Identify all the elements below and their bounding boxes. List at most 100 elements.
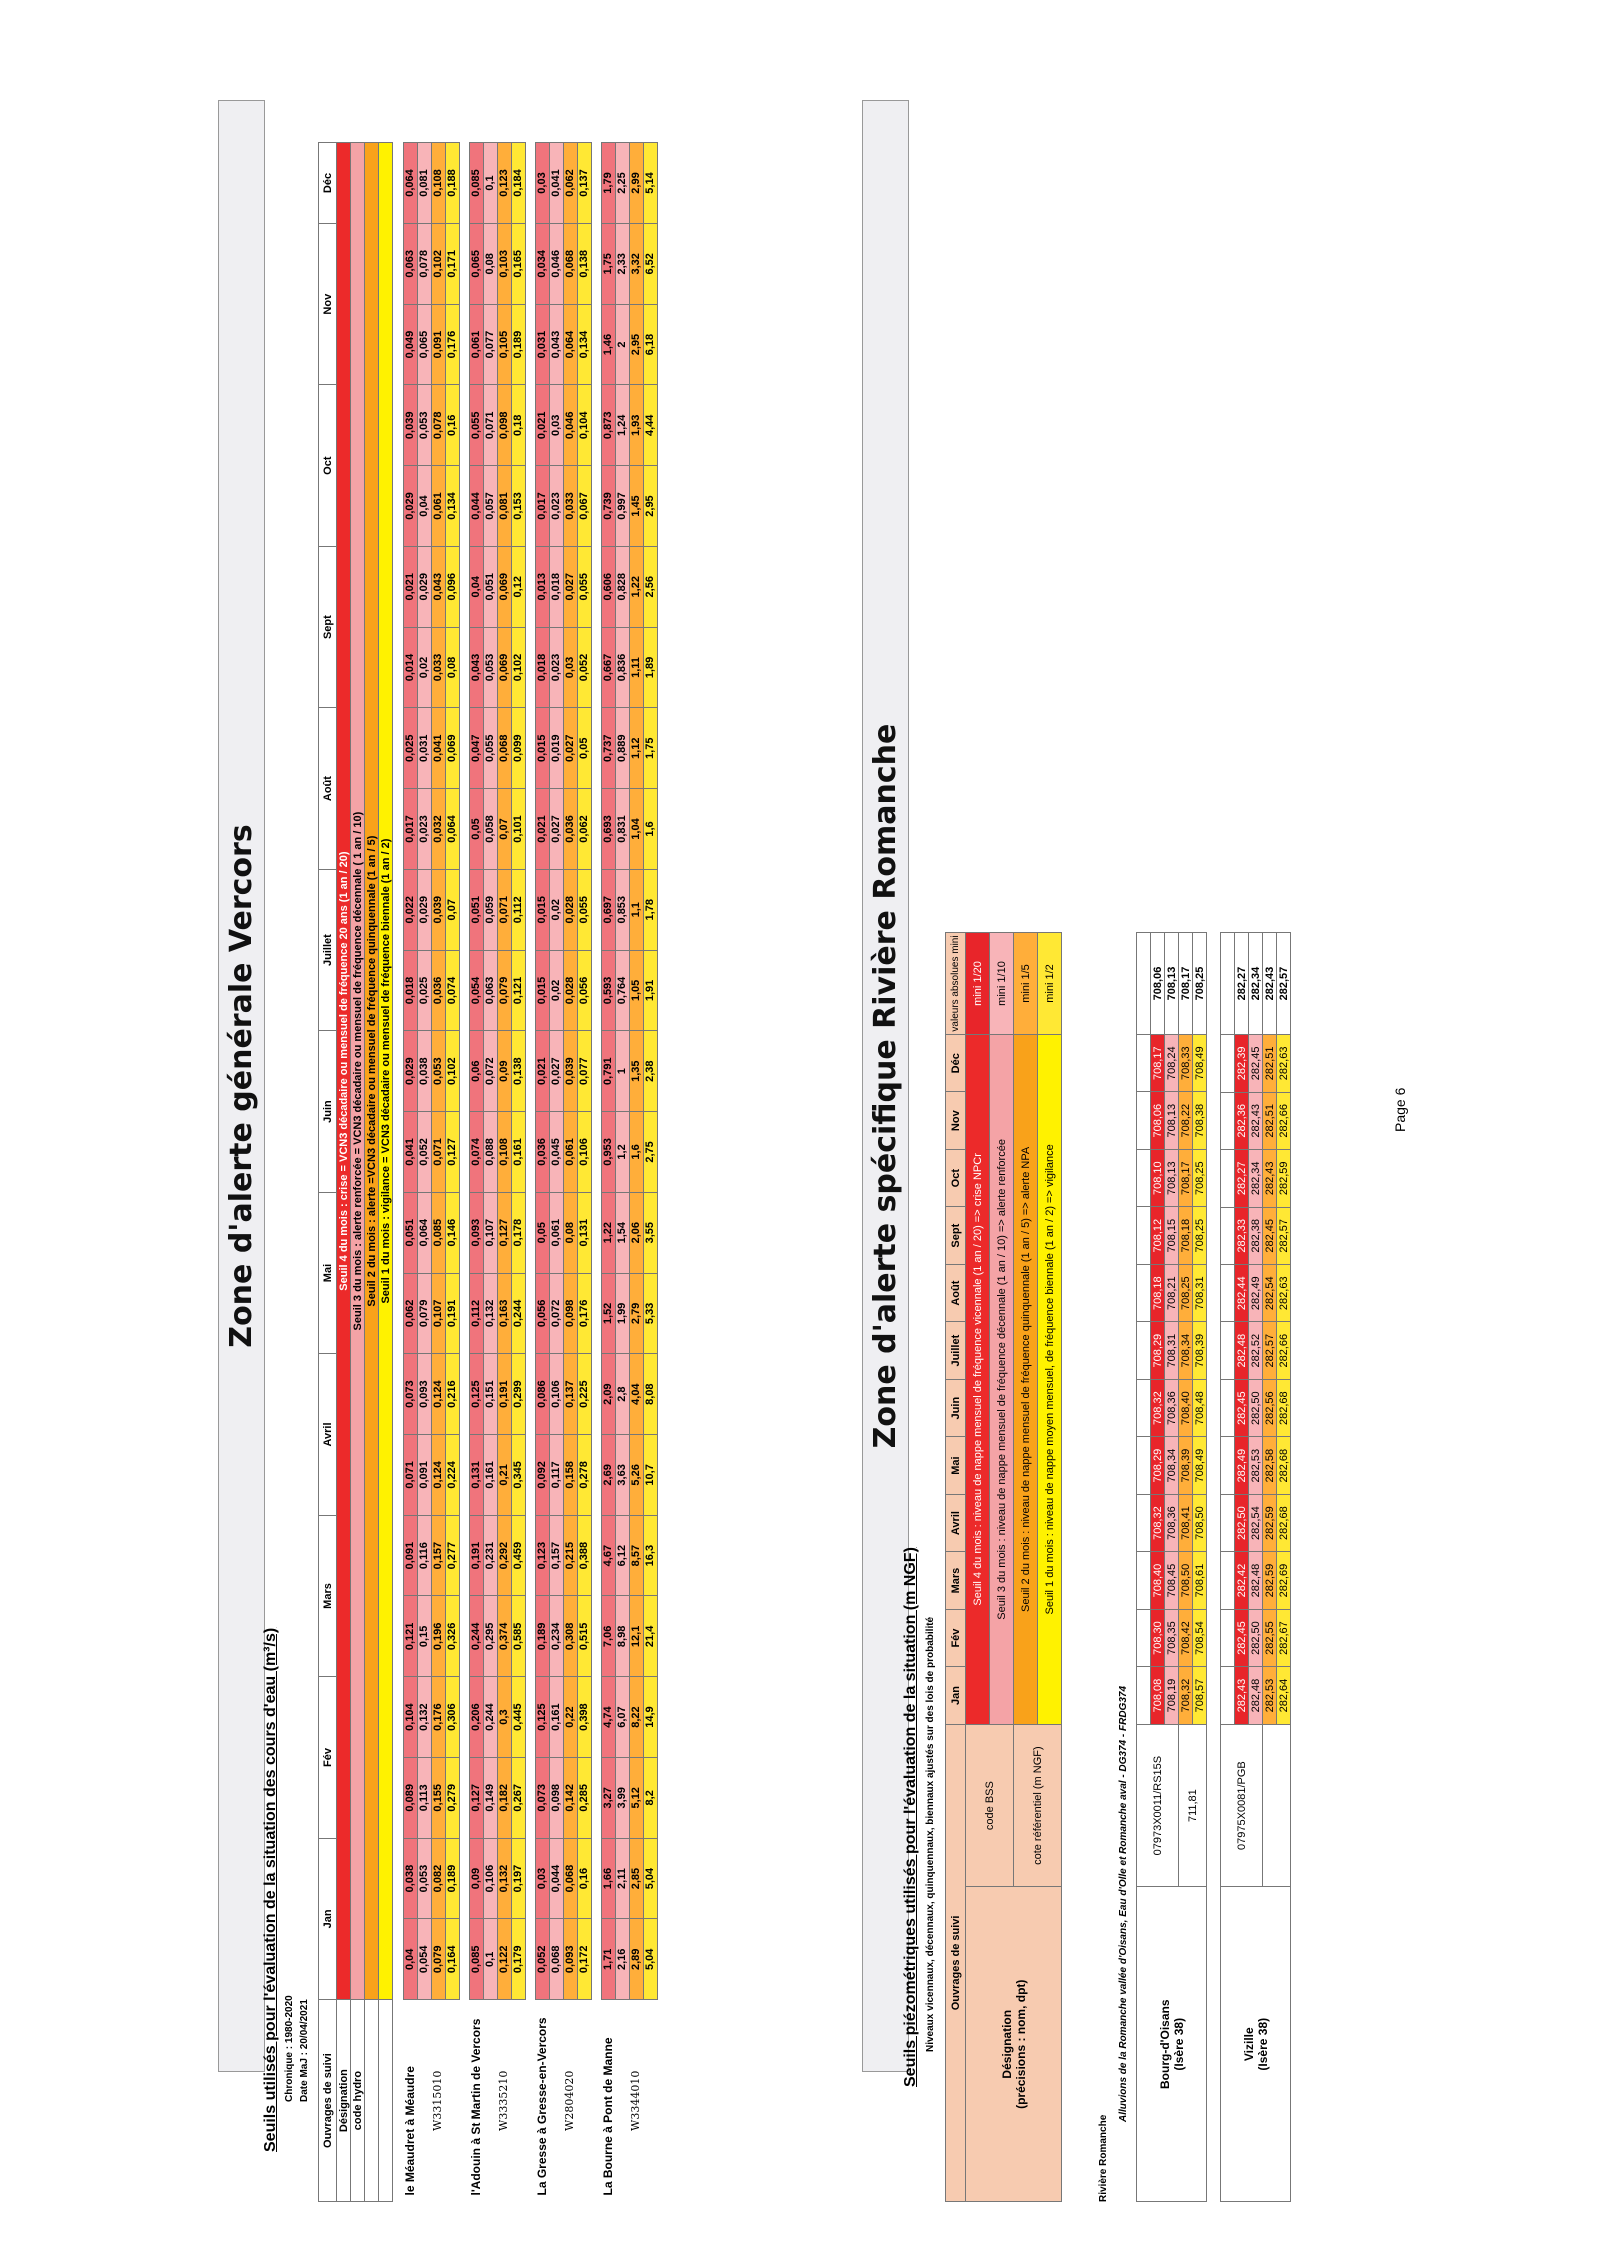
blank-cell: [1220, 1034, 1235, 1093]
threshold-cell: 0,189: [511, 304, 525, 385]
piezo-cell: 708,17: [1150, 1034, 1165, 1092]
alluvions-label: Alluvions de la Romanche vallée d'Oisans…: [1118, 1685, 1129, 2122]
threshold-cell: 2,89: [629, 1918, 643, 2000]
threshold-cell: 0,101: [511, 788, 525, 870]
threshold-cell: 0,225: [577, 1353, 591, 1435]
threshold-cell: 0,08: [483, 223, 497, 305]
piezo-cell: 708,49: [1192, 1034, 1207, 1092]
piezo-cell: 708,39: [1192, 1321, 1207, 1380]
threshold-cell: 0,018: [403, 950, 417, 1031]
threshold-cell: 0,836: [615, 627, 629, 708]
threshold-cell: 0,1: [483, 1918, 497, 2000]
threshold-cell: 0,191: [497, 1353, 511, 1435]
threshold-cell: 0,069: [445, 707, 459, 789]
piezo-cell: 708,29: [1150, 1321, 1165, 1380]
threshold-cell: 0,165: [511, 223, 525, 305]
threshold-cell: 0,068: [563, 223, 577, 305]
threshold-cell: 0,014: [403, 627, 417, 708]
piezo-cell: 282,45: [1234, 1609, 1249, 1667]
threshold-cell: 0,3: [497, 1676, 511, 1758]
blank-cell: [1220, 1207, 1235, 1265]
threshold-cell: 0,02: [549, 869, 563, 951]
threshold-cell: 0,04: [417, 465, 431, 547]
threshold-cell: 0,299: [511, 1353, 525, 1435]
threshold-cell: 0,064: [403, 142, 417, 224]
piezo-cell: 708,42: [1178, 1609, 1193, 1667]
threshold-cell: 0,036: [563, 788, 577, 870]
piezo-cell: 708,49: [1192, 1436, 1207, 1495]
month-header: Mai: [318, 1192, 337, 1354]
threshold-cell: 0,388: [577, 1515, 591, 1596]
threshold-cell: 0,057: [483, 465, 497, 547]
piezo-cell: 708,40: [1178, 1379, 1193, 1437]
threshold-cell: 0,179: [511, 1918, 525, 2000]
threshold-cell: 0,079: [431, 1918, 445, 2000]
threshold-cell: 0,102: [445, 1030, 459, 1112]
threshold-cell: 2,99: [629, 142, 643, 224]
threshold-cell: 0,292: [497, 1515, 511, 1596]
threshold-cell: 0,046: [563, 384, 577, 466]
month-header: Juillet: [318, 869, 337, 1031]
threshold-cell: 1,46: [601, 304, 615, 385]
threshold-cell: 0,056: [577, 950, 591, 1031]
threshold-cell: 0,09: [469, 1838, 483, 1919]
month-header: Oct: [318, 384, 337, 547]
threshold-cell: 0,105: [497, 304, 511, 385]
threshold-cell: 0,07: [445, 869, 459, 951]
threshold-cell: 0,132: [483, 1273, 497, 1354]
threshold-cell: 0,023: [549, 465, 563, 547]
piezo-legend-1: Seuil 1 du mois : niveau de nappe moyen …: [1037, 1034, 1062, 1725]
station-code: W2804020: [563, 2070, 576, 2131]
threshold-cell: 0,831: [615, 788, 629, 870]
threshold-cell: 0,093: [469, 1192, 483, 1274]
month-header: Sept: [318, 546, 337, 708]
threshold-cell: 0,031: [535, 304, 549, 385]
piezo-cell: 282,55: [1262, 1609, 1277, 1667]
threshold-cell: 0,21: [497, 1434, 511, 1516]
threshold-cell: 0,191: [469, 1515, 483, 1596]
threshold-cell: 0,146: [445, 1192, 459, 1274]
piezo-cell: 282,45: [1262, 1207, 1277, 1265]
piezo-cell: 282,67: [1276, 1609, 1291, 1667]
threshold-cell: 0,072: [483, 1030, 497, 1112]
piezo-cell: 282,48: [1248, 1666, 1263, 1725]
threshold-cell: 0,112: [511, 869, 525, 951]
piezo-cell: 708,29: [1150, 1436, 1165, 1495]
threshold-cell: 0,061: [563, 1111, 577, 1193]
threshold-cell: 0,077: [577, 1030, 591, 1112]
station-name-cell: Bourg-d'Oisans(Isère 38): [1136, 1886, 1207, 2202]
threshold-cell: 0,285: [577, 1757, 591, 1839]
station-code: W3315010: [431, 2070, 444, 2131]
threshold-cell: 0,828: [615, 546, 629, 628]
threshold-cell: 0,108: [431, 142, 445, 224]
riviere-label: Rivière Romanche: [1098, 2114, 1109, 2202]
month-header: Août: [945, 1264, 966, 1322]
legend-spacer: [378, 1999, 393, 2202]
threshold-cell: 0,053: [483, 627, 497, 708]
threshold-cell: 0,015: [535, 950, 549, 1031]
piezo-cell: 708,32: [1150, 1494, 1165, 1552]
legend-seuil-1: Seuil 1 du mois : vigilance = VCN3 décad…: [378, 142, 393, 2000]
row-gap: [393, 2000, 404, 2202]
piezo-cell: 282,49: [1248, 1264, 1263, 1322]
threshold-cell: 0,022: [403, 869, 417, 951]
threshold-cell: 0,104: [577, 384, 591, 466]
threshold-cell: 0,069: [497, 627, 511, 708]
threshold-cell: 0,02: [417, 627, 431, 708]
threshold-cell: 0,015: [535, 707, 549, 789]
threshold-cell: 0,234: [549, 1595, 563, 1677]
threshold-cell: 0,068: [497, 707, 511, 789]
threshold-cell: 0,039: [403, 384, 417, 466]
threshold-cell: 0,068: [563, 1838, 577, 1919]
threshold-cell: 0,606: [601, 546, 615, 628]
piezo-cell: 282,63: [1276, 1264, 1291, 1322]
threshold-cell: 0,088: [483, 1111, 497, 1193]
threshold-cell: 0,277: [445, 1515, 459, 1596]
threshold-cell: 0,127: [469, 1757, 483, 1839]
threshold-cell: 0,091: [431, 304, 445, 385]
piezo-cell: 282,43: [1248, 1092, 1263, 1150]
station-code-bss: 07975X0081/PGB: [1220, 1724, 1263, 1887]
piezo-cell: 708,50: [1178, 1551, 1193, 1610]
threshold-cell: 0,374: [497, 1595, 511, 1677]
threshold-cell: 0,112: [469, 1273, 483, 1354]
